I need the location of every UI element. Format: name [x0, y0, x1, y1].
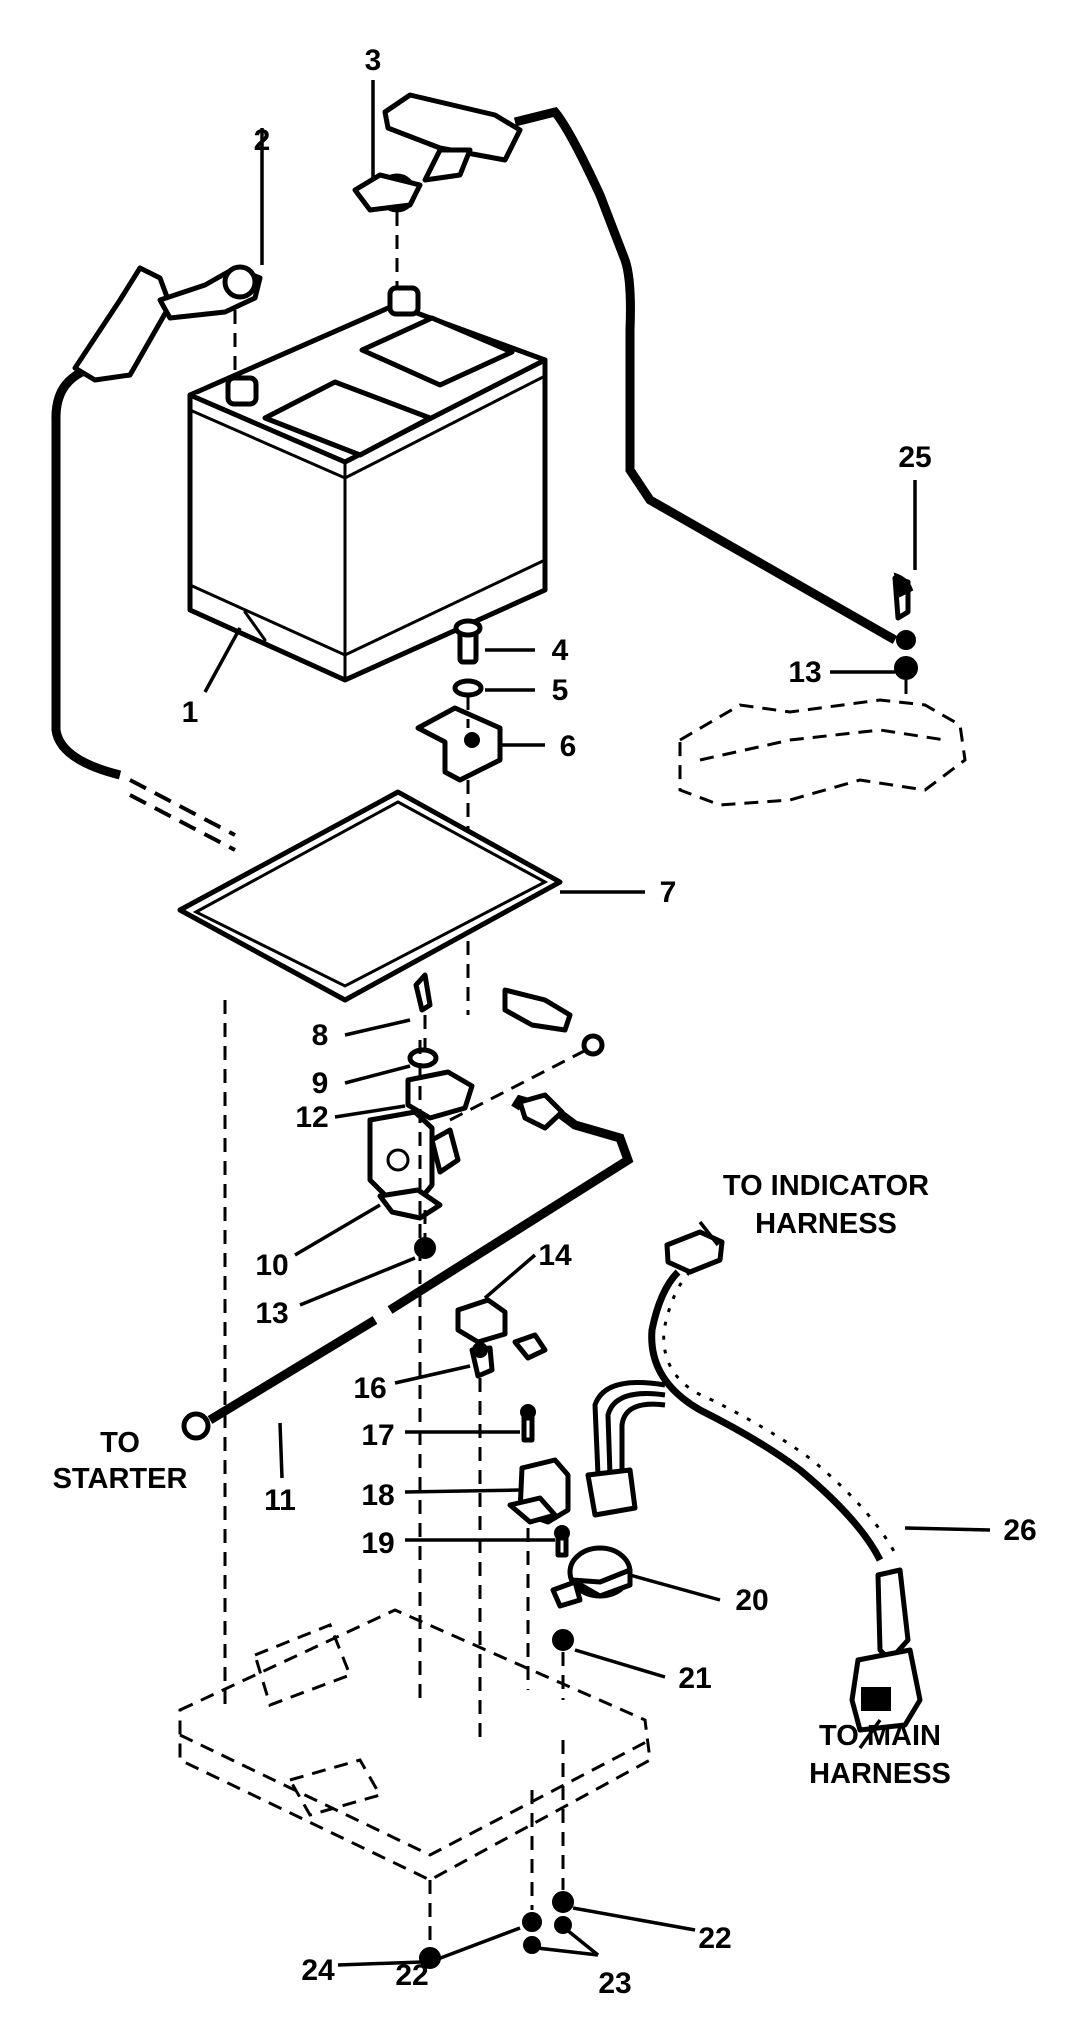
battery: [187, 285, 548, 683]
callout-7: 7: [660, 876, 677, 909]
callout-18: 18: [361, 1479, 394, 1512]
callout-14: 14: [538, 1239, 572, 1272]
battery-tray-pad: [177, 789, 563, 1003]
frame-ground-bracket: [678, 572, 967, 807]
callout-12: 12: [295, 1101, 328, 1134]
to-starter-line1: TO: [100, 1427, 140, 1459]
wiring-harness: [585, 1229, 923, 1733]
to-starter-line2: STARTER: [53, 1463, 188, 1495]
callout-17: 17: [361, 1419, 394, 1452]
callout-11: 11: [264, 1484, 296, 1517]
callout-1: 1: [182, 696, 199, 729]
callout-6: 6: [560, 730, 577, 763]
callout-3: 3: [365, 44, 382, 77]
callout-26: 26: [1003, 1514, 1036, 1547]
callout-4: 4: [552, 634, 569, 667]
starter-solenoid-assembly: [367, 972, 605, 1259]
callout-8: 8: [312, 1019, 329, 1052]
callout-24: 24: [301, 1954, 335, 1987]
callout-20: 20: [735, 1584, 768, 1617]
callout-25: 25: [898, 441, 931, 474]
callout-16: 16: [353, 1372, 386, 1405]
to-main-line2: HARNESS: [809, 1758, 951, 1790]
battery-support-base: [178, 1000, 652, 1969]
callout-2: 2: [254, 124, 271, 157]
callout-13-bottom: 13: [255, 1297, 288, 1330]
starter-cable: [181, 1092, 634, 1441]
callout-22-right: 22: [698, 1922, 731, 1955]
callout-23: 23: [598, 1967, 631, 2000]
positive-battery-cable: [352, 92, 898, 644]
callout-19: 19: [361, 1527, 394, 1560]
callout-21: 21: [678, 1662, 711, 1695]
leader-lines: [203, 80, 991, 1967]
negative-battery-cable: [51, 264, 263, 852]
destination-notes: TO STARTER TO INDICATOR HARNESS TO MAIN …: [53, 1170, 951, 1790]
callout-10: 10: [255, 1249, 288, 1282]
callout-9: 9: [312, 1067, 329, 1100]
hold-down-hardware: [415, 618, 503, 1015]
to-indicator-line1: TO INDICATOR: [723, 1170, 929, 1202]
callout-13-top: 13: [788, 656, 821, 689]
callout-22-left: 22: [395, 1959, 428, 1992]
to-indicator-line2: HARNESS: [755, 1208, 897, 1240]
callout-labels: 2 3 25 1 4 5 6 7 13 8 9 12 10 13 14 16 1…: [182, 44, 1037, 2000]
callout-5: 5: [552, 674, 569, 707]
small-hardware-stack: [455, 1297, 633, 1740]
to-main-line1: TO MAIN: [819, 1720, 941, 1752]
